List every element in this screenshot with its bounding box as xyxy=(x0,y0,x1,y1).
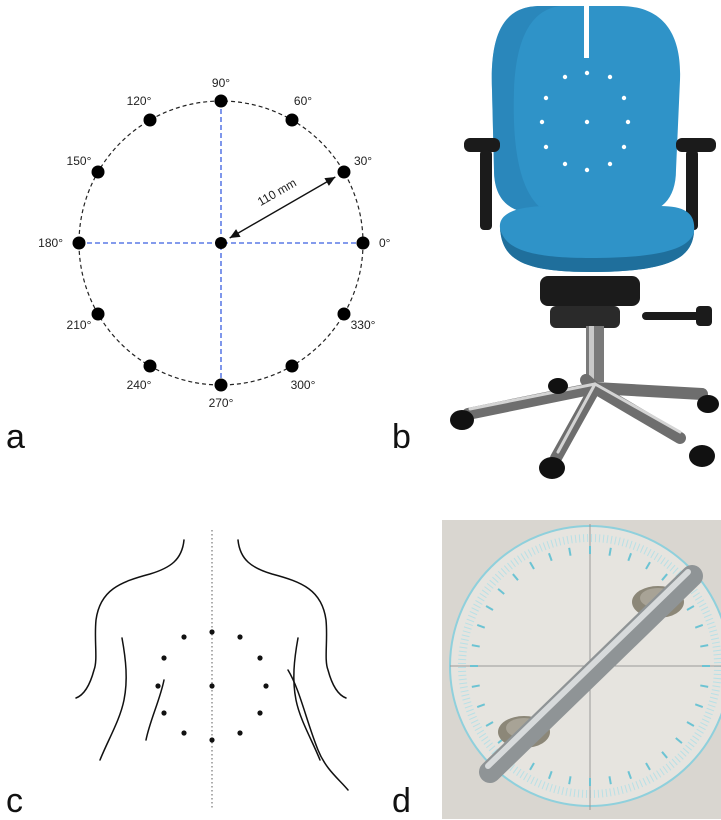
center-dot xyxy=(215,237,227,249)
back-outline-illustration xyxy=(0,520,420,819)
angle-label-90: 90° xyxy=(212,76,230,90)
angle-label-60: 60° xyxy=(294,94,312,108)
angle-label-210: 210° xyxy=(67,318,92,332)
protractor-tick xyxy=(700,645,708,646)
angle-dot-60 xyxy=(286,114,299,127)
angle-dot-210 xyxy=(92,308,105,321)
angle-dot-240 xyxy=(144,359,157,372)
angle-dot-180 xyxy=(73,237,86,250)
angle-dot-150 xyxy=(92,166,105,179)
angle-dot-90 xyxy=(215,95,228,108)
angle-label-180: 180° xyxy=(38,236,63,250)
panel-a: 110 mm 0° 30° 60° 90° 120° 150° 180° 210° 240° 270… xyxy=(0,0,400,480)
protractor-tick xyxy=(472,645,480,646)
angle-dot-30 xyxy=(337,166,350,179)
protractor-tick xyxy=(609,776,610,784)
angle-dot-0 xyxy=(357,237,370,250)
arrowhead-inner xyxy=(230,229,241,238)
protractor-board-photo xyxy=(390,520,721,819)
angle-dot-330 xyxy=(337,308,350,321)
panel-letter-c: c xyxy=(6,784,23,818)
protractor-tick xyxy=(569,548,570,556)
panel-letter-d: d xyxy=(392,784,411,818)
panel-letter-b: b xyxy=(392,420,411,454)
protractor-tick xyxy=(472,685,480,686)
angle-label-330: 330° xyxy=(351,318,376,332)
angle-dot-270 xyxy=(215,379,228,392)
angle-label-240: 240° xyxy=(127,378,152,392)
arrowhead-outer xyxy=(324,177,335,186)
panel-c: c xyxy=(0,520,420,819)
office-chair-photo xyxy=(390,0,721,500)
protractor-tick xyxy=(569,776,570,784)
protractor-tick xyxy=(609,548,610,556)
circle-diagram: 110 mm 0° 30° 60° 90° 120° 150° 180° 210° 240° 270… xyxy=(0,0,400,480)
angle-label-30: 30° xyxy=(354,154,372,168)
angle-label-120: 120° xyxy=(127,94,152,108)
angle-label-150: 150° xyxy=(67,154,92,168)
angle-dot-300 xyxy=(286,359,299,372)
panel-d: d xyxy=(390,520,721,819)
angle-dot-120 xyxy=(144,114,157,127)
panel-b: b xyxy=(390,0,721,500)
dimension-label: 110 mm xyxy=(255,176,299,209)
angle-label-0: 0° xyxy=(379,236,391,250)
panel-letter-a: a xyxy=(6,420,25,454)
angle-label-270: 270° xyxy=(209,396,234,410)
angle-label-300: 300° xyxy=(291,378,316,392)
protractor-tick xyxy=(700,685,708,686)
